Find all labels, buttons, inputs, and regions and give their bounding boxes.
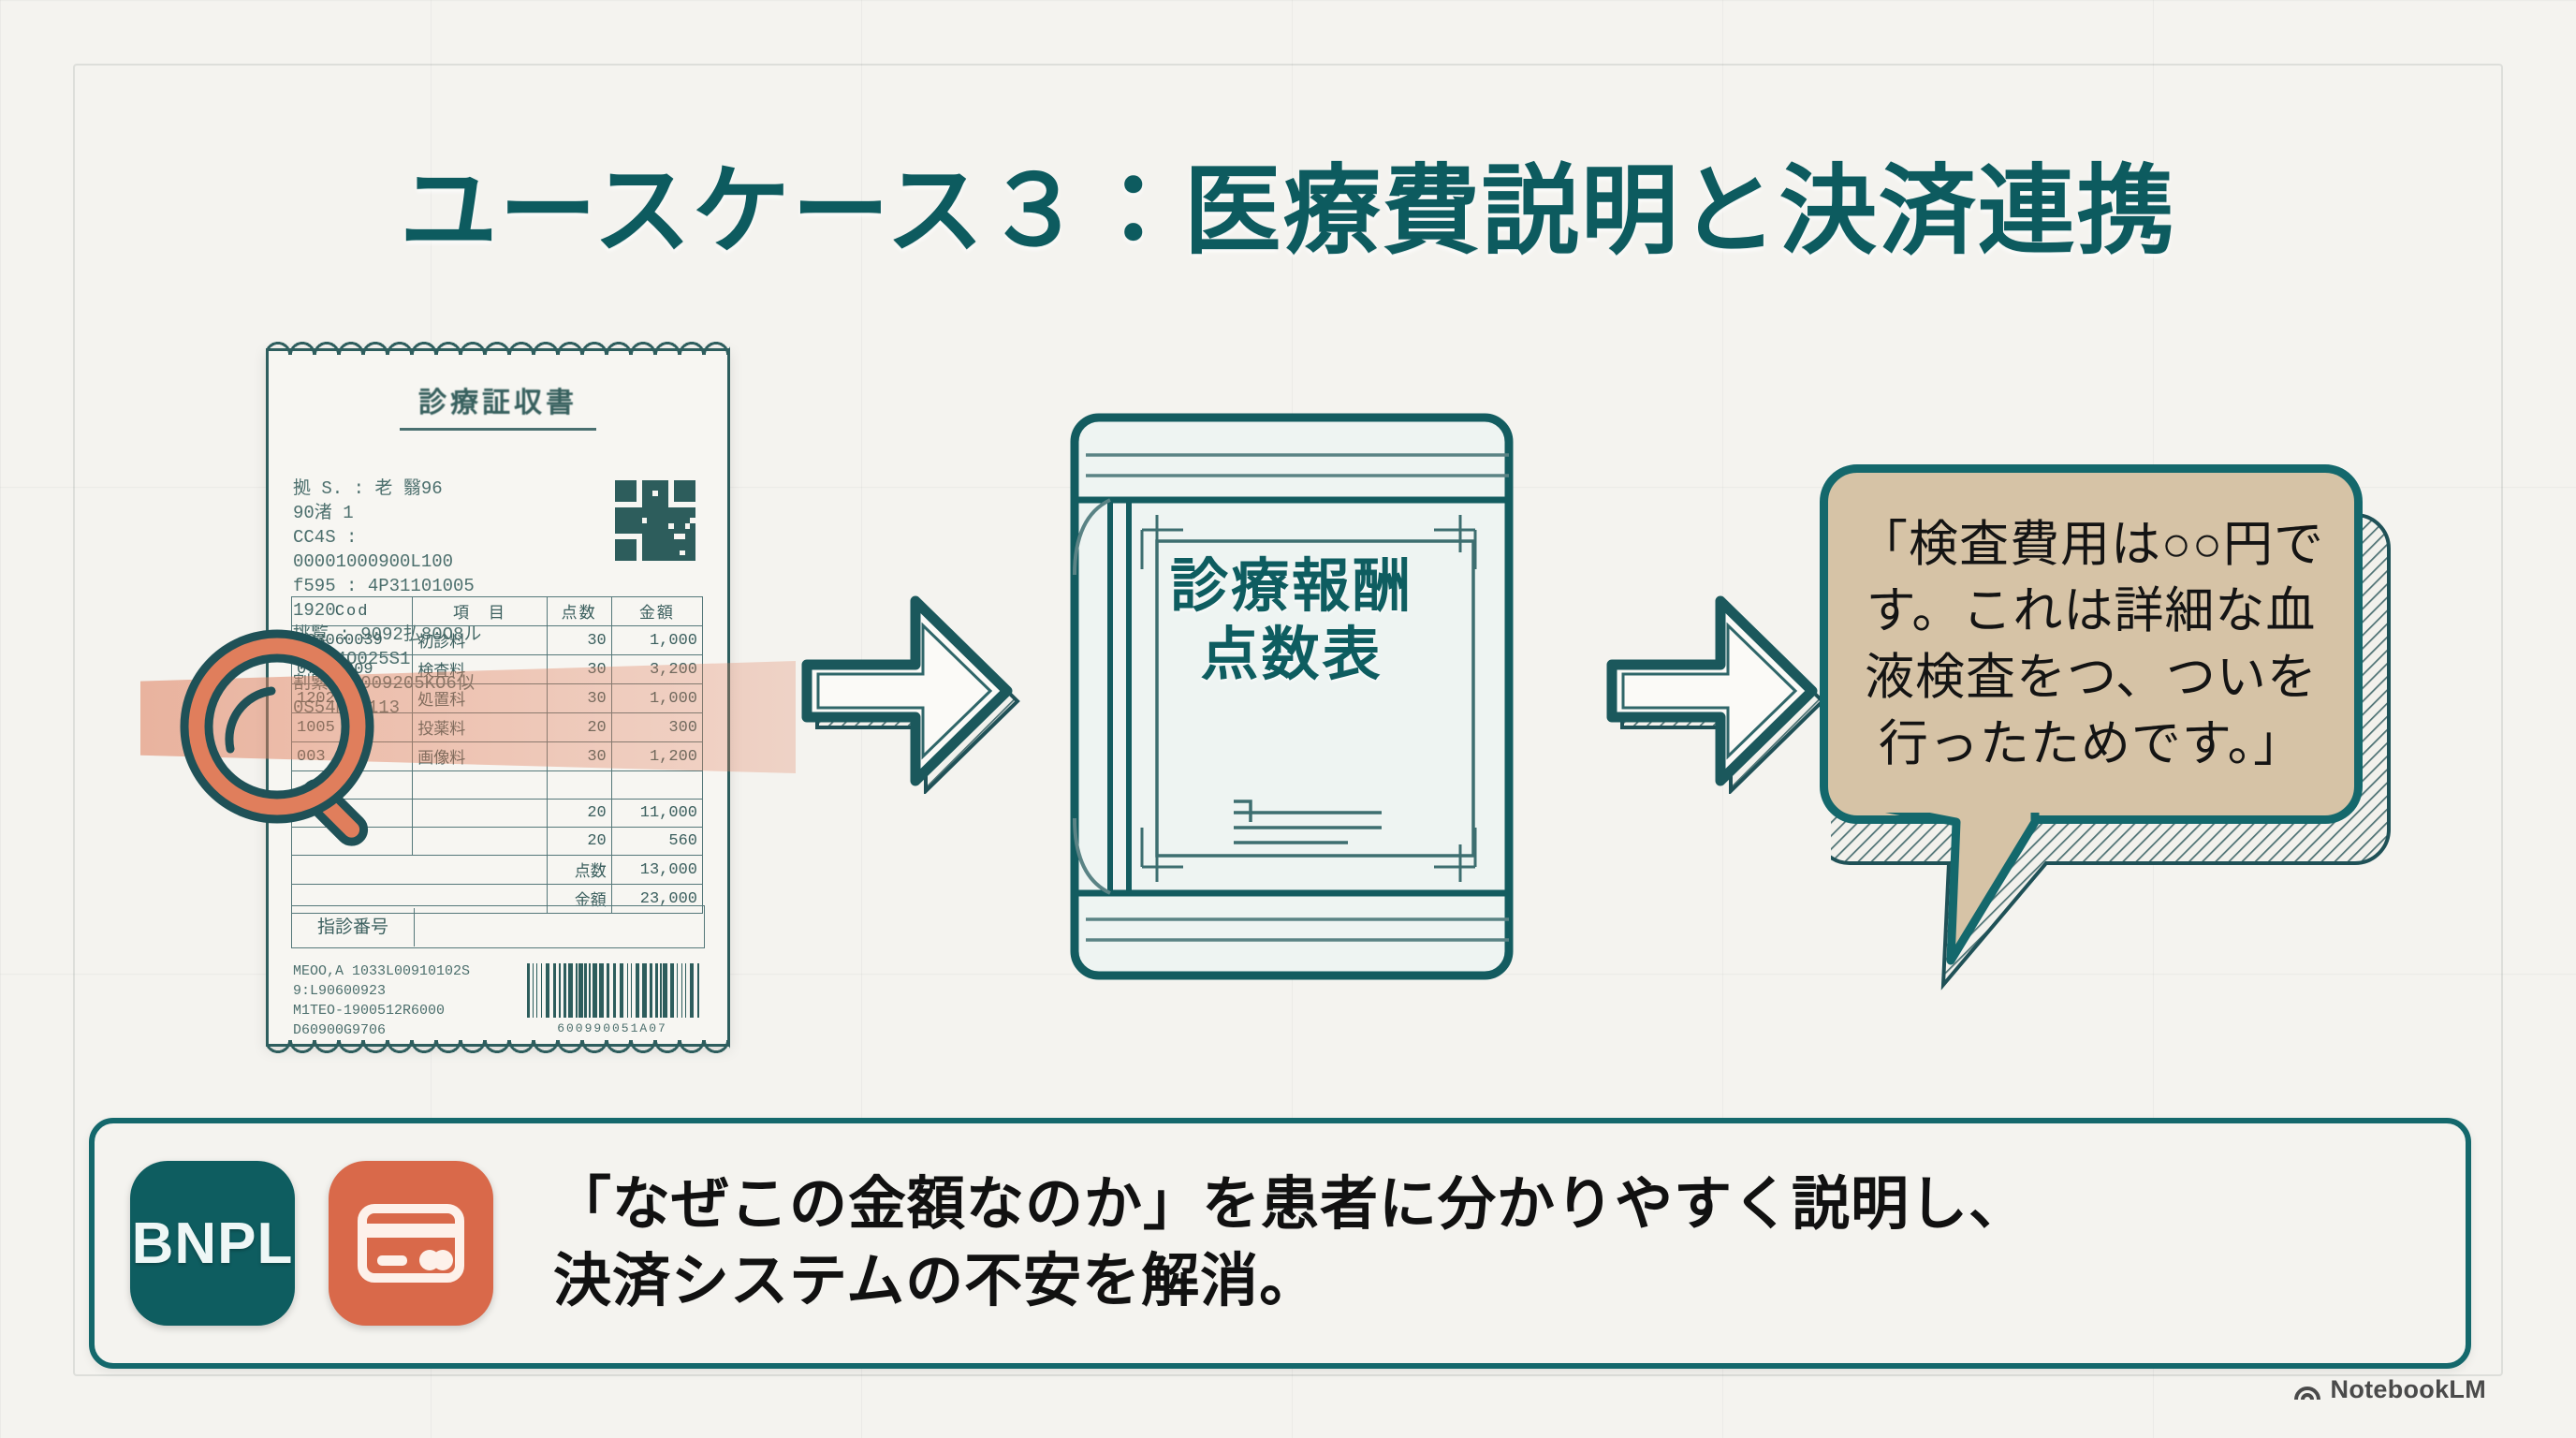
total-amount: 23,000 <box>610 884 704 914</box>
receipt-meta-line: 拠 S. : 老 翳96 <box>293 478 443 499</box>
magnifying-glass-icon <box>180 629 374 846</box>
cell-points: 20 <box>546 712 612 742</box>
cell-amount: 11,000 <box>610 799 704 828</box>
total-label: 点数 <box>546 855 612 885</box>
cell-blank <box>412 827 548 856</box>
explanation-speech-bubble: 「検査費用は○○円です。これは詳細な血液検査をつ、ついを行ったためです。」 <box>1807 464 2406 990</box>
caption-text: 「なぜこの金額なのか」を患者に分かりやすく説明し、 決済システムの不安を解消。 <box>553 1167 2027 1320</box>
notebooklm-logo-icon <box>2293 1386 2320 1400</box>
table-total-row: 金額 23,000 <box>291 884 704 914</box>
cell-item: 初診料 <box>412 625 548 655</box>
cell-amount: 300 <box>610 712 704 742</box>
cell-blank <box>291 884 548 914</box>
table-subtotal-row: 20 11,000 <box>290 799 704 828</box>
receipt-footer-line: 9:L90600923 <box>293 983 387 999</box>
credit-card-icon <box>358 1204 464 1283</box>
book-title-line-2: 点数表 <box>1200 623 1383 688</box>
bubble-text: 「検査費用は○○円です。これは詳細な血液検査をつ、ついを行ったためです。」 <box>1857 516 2325 772</box>
bubble-tail <box>1884 813 2040 965</box>
cell-item: 画像料 <box>412 741 548 771</box>
cell-item: 検査料 <box>412 654 548 684</box>
total-label: 金額 <box>546 884 612 914</box>
cell-item: 処置科 <box>412 683 548 713</box>
flow-arrow-2-icon <box>1606 595 1825 794</box>
cell-amount: 3,200 <box>610 654 704 684</box>
credit-card-badge <box>329 1161 493 1326</box>
qr-code-icon <box>615 480 695 561</box>
cell-points: 30 <box>546 741 612 771</box>
caption-line-1: 「なぜこの金額なのか」を患者に分かりやすく説明し、 <box>553 1172 2028 1238</box>
receipt-bottom-edge <box>266 1040 730 1055</box>
receipt-footer-codes: MEOO,A 1033L00910102S 9:L90600923 M1TEO-… <box>293 961 470 1040</box>
receipt-footer-line: MEOO,A 1033L00910102S <box>293 963 471 979</box>
cell-amount: 560 <box>610 827 704 856</box>
receipt-title: 診療証収書 <box>418 388 578 418</box>
receipt-footer-line: D60900G9706 <box>293 1022 387 1038</box>
total-amount: 13,000 <box>610 855 704 885</box>
column-header-item: 項 目 <box>412 596 548 626</box>
receipt-top-edge <box>266 340 730 355</box>
watermark-label: NotebookLM <box>2330 1375 2486 1403</box>
receipt-reference-field: 指診番号 <box>291 905 705 948</box>
page-title: ユースケース３：医療費説明と決済連携 <box>400 157 2176 266</box>
column-header-amount: 金額 <box>610 596 704 626</box>
barcode-number: 600990051A07 <box>557 1021 667 1035</box>
cell-blank <box>412 799 548 828</box>
book-icon <box>1070 413 1514 980</box>
book-cover-title: 診療報酬 点数表 <box>1067 552 1516 689</box>
flow-arrow-1-icon <box>801 595 1020 794</box>
caption-line-2: 決済システムの不安を解消。 <box>553 1249 1319 1313</box>
cell-item: 投薬料 <box>412 712 548 742</box>
cell-amount: 1,200 <box>610 741 704 771</box>
cell-blank <box>412 770 548 800</box>
fee-schedule-book-illustration: 診療報酬 点数表 <box>1067 410 1516 983</box>
cell-blank <box>610 770 704 800</box>
cell-points: 30 <box>546 683 612 713</box>
cell-amount: 1,000 <box>610 625 704 655</box>
receipt-reference-label: 指診番号 <box>292 907 415 946</box>
bnpl-badge: BNPL <box>130 1161 295 1326</box>
bubble-body: 「検査費用は○○円です。これは詳細な血液検査をつ、ついを行ったためです。」 <box>1820 464 2363 824</box>
bnpl-label: BNPL <box>131 1211 294 1276</box>
cell-points: 20 <box>546 827 612 856</box>
receipt-title-rule <box>400 428 596 431</box>
book-title-line-1: 診療報酬 <box>1169 554 1413 619</box>
receipt-meta-line: CC4S : 00001000900L100 <box>293 527 454 572</box>
notebooklm-watermark: NotebookLM <box>2293 1375 2486 1404</box>
cell-points: 30 <box>546 625 612 655</box>
cell-points: 20 <box>546 799 612 828</box>
receipt-footer-line: M1TEO-1900512R6000 <box>293 1003 446 1019</box>
column-header-code: Cod <box>290 596 414 626</box>
table-row: 003060039 初診料 30 1,000 <box>290 625 704 655</box>
cell-amount: 1,000 <box>610 683 704 713</box>
barcode-icon <box>527 963 699 1018</box>
cell-points: 30 <box>546 654 612 684</box>
table-total-row: 点数 13,000 <box>291 855 704 885</box>
column-header-points: 点数 <box>546 596 612 626</box>
cell-blank <box>546 770 612 800</box>
summary-caption-bar: BNPL 「なぜこの金額なのか」を患者に分かりやすく説明し、 決済システムの不安… <box>89 1118 2471 1369</box>
receipt-meta-line: 90渚 1 <box>293 503 354 523</box>
